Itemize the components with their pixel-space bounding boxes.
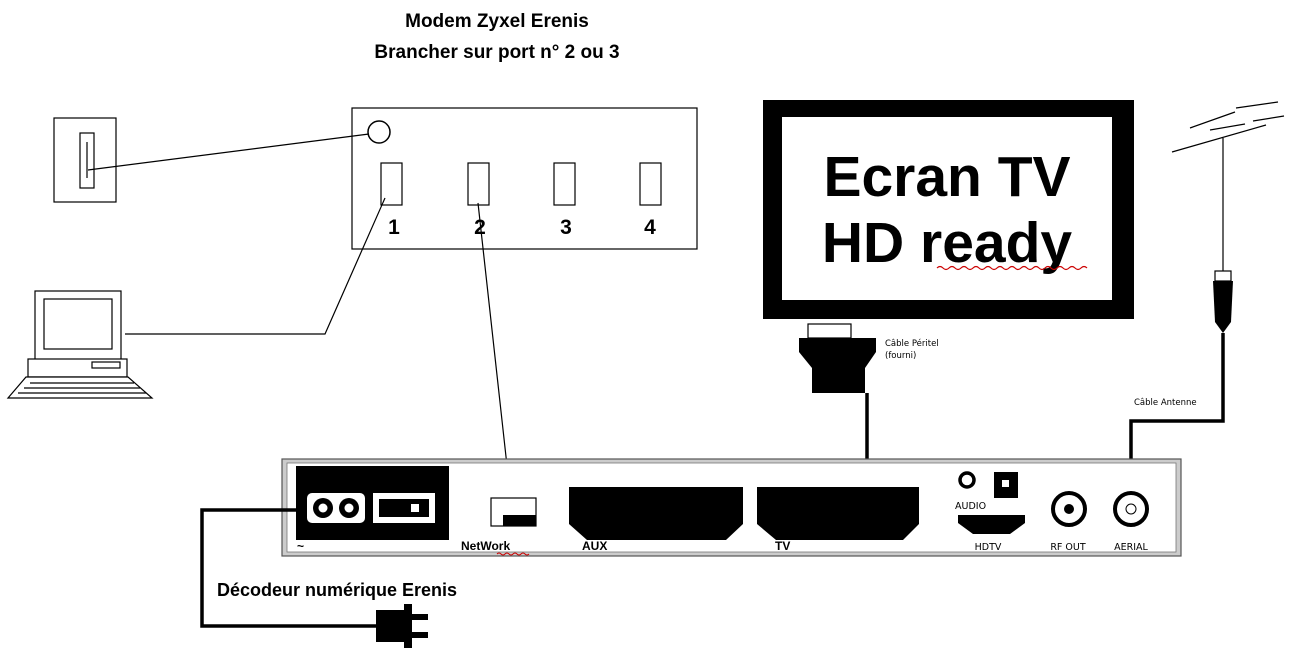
- scart-cable-label-line1: Câble Péritel: [885, 338, 939, 349]
- modem-port-label-2: 2: [474, 216, 486, 239]
- modem-port-1: [380, 162, 403, 206]
- decoder-box: ~ NetWork AUX TV AUDIO HDTV RF OUT AERIA…: [281, 458, 1182, 557]
- spellcheck-underline-network: [496, 552, 530, 556]
- hdtv-label: HDTV: [975, 542, 1002, 553]
- hdmi-port: [958, 515, 1025, 534]
- pc-ethernet-cable: [125, 197, 386, 335]
- scart-plug-icon: [799, 323, 876, 393]
- decoder-title: Décodeur numérique Erenis: [217, 580, 457, 600]
- modem-port-label-4: 4: [644, 216, 656, 239]
- modem-port-label-3: 3: [560, 216, 572, 239]
- aux-label: AUX: [582, 539, 607, 553]
- tv-scart-port: [757, 487, 919, 540]
- power-cable: [200, 508, 378, 628]
- antenna-plug: [1213, 270, 1233, 333]
- modem-subtitle: Brancher sur port n° 2 ou 3: [374, 42, 619, 63]
- audio-coax-icon: [958, 471, 976, 489]
- dsl-cable: [87, 133, 370, 171]
- scart-cable-label-line2: (fourni): [885, 351, 916, 361]
- power-label: ~: [297, 539, 304, 553]
- modem-port-2: [467, 162, 490, 206]
- tv-screen: Ecran TV HD ready: [763, 100, 1134, 319]
- modem-port-4: [639, 162, 662, 206]
- antenna-cable-label: Câble Antenne: [1134, 398, 1197, 408]
- modem-port-3: [553, 162, 576, 206]
- wall-socket-icon: [53, 117, 117, 203]
- aerial-label: AERIAL: [1114, 542, 1148, 553]
- network-label: NetWork: [461, 539, 510, 553]
- power-plug-icon: [376, 604, 428, 648]
- computer-icon: [6, 290, 154, 399]
- modem-box: 1 2 3 4: [351, 107, 698, 250]
- tv-title-line1: Ecran TV: [823, 145, 1070, 209]
- rf-out-label: RF OUT: [1050, 542, 1086, 553]
- modem-title: Modem Zyxel Erenis: [405, 11, 589, 32]
- aux-scart-port: [569, 487, 743, 540]
- antenna-icon: [1171, 101, 1285, 272]
- spellcheck-underline: [936, 265, 1088, 271]
- dsl-port-icon: [367, 120, 391, 144]
- tv-label: TV: [775, 539, 790, 553]
- modem-port-label-1: 1: [388, 216, 400, 239]
- audio-label: AUDIO: [955, 501, 986, 512]
- tv-title-line2: HD ready: [822, 211, 1073, 275]
